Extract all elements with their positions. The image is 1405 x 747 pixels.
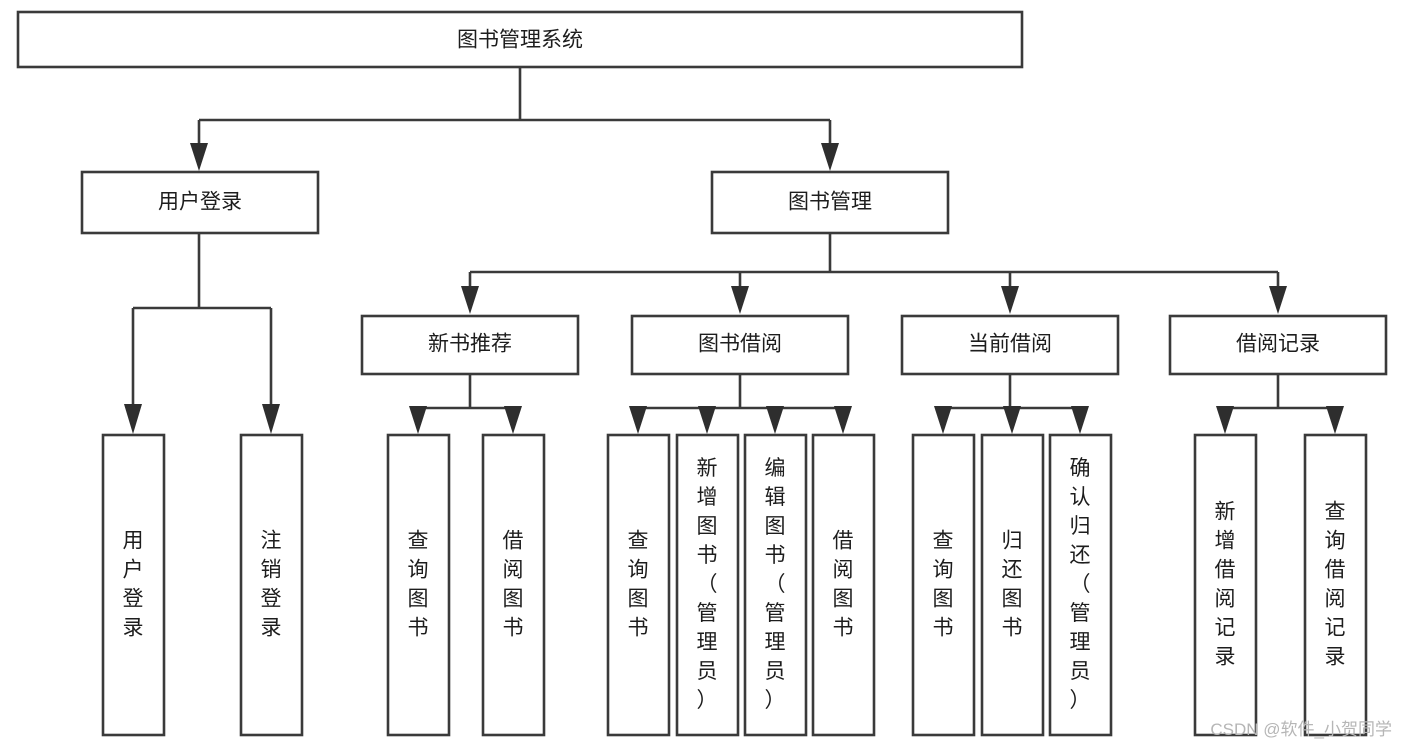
leaf-book-borrow-1[interactable]: 新增图书（管理员）: [675, 433, 740, 737]
node-current-borrow-label: 当前借阅: [968, 333, 1052, 356]
leaf-borrow-record-1[interactable]: 查询借阅记录: [1303, 433, 1368, 737]
leaf-current-borrow-0-label: 查询图书: [933, 530, 954, 640]
leaf-book-borrow-3[interactable]: 借阅图书: [811, 433, 876, 737]
connector-group-user-login: [124, 233, 280, 434]
leaf-new-book-recommend-1-box[interactable]: [481, 433, 546, 737]
node-user-login[interactable]: 用户登录: [80, 170, 320, 235]
leaf-current-borrow-1[interactable]: 归还图书: [980, 433, 1045, 737]
node-user-login-box[interactable]: [80, 170, 320, 235]
connector-group-new-book-recommend: [409, 374, 522, 434]
arrow-head-level3-1: [731, 286, 749, 314]
arrow-head-br-0: [1216, 406, 1234, 434]
arrow-head-nbr-0: [409, 406, 427, 434]
leaf-book-borrow-2-label: 编辑图书（管理员）: [765, 457, 786, 712]
connector-group-root: [190, 67, 839, 171]
leaf-book-borrow-1-box[interactable]: [675, 433, 740, 737]
leaf-new-book-recommend-0-label: 查询图书: [408, 530, 429, 640]
arrow-head-cb-0: [934, 406, 952, 434]
arrow-head-user-login-leaf-0: [124, 404, 142, 434]
node-book-management-label: 图书管理: [788, 191, 872, 214]
node-current-borrow[interactable]: 当前借阅: [900, 314, 1120, 376]
leaf-current-borrow-1-box[interactable]: [980, 433, 1045, 737]
arrow-head-user-login-leaf-1: [262, 404, 280, 434]
leaf-current-borrow-1-label: 归还图书: [1002, 530, 1023, 640]
leaf-current-borrow-2[interactable]: 确认归还（管理员）: [1048, 433, 1113, 737]
leaf-borrow-record-0[interactable]: 新增借阅记录: [1193, 433, 1258, 737]
leaf-new-book-recommend-0-box[interactable]: [386, 433, 451, 737]
leaf-book-borrow-3-label: 借阅图书: [833, 530, 854, 640]
arrow-head-level3-2: [1001, 286, 1019, 314]
leaf-current-borrow-0[interactable]: 查询图书: [911, 433, 976, 737]
arrow-head-bb-3: [834, 406, 852, 434]
leaf-book-borrow-2[interactable]: 编辑图书（管理员）: [743, 433, 808, 737]
node-book-borrow-box[interactable]: [630, 314, 850, 376]
arrow-head-bb-0: [629, 406, 647, 434]
leaf-user-login-1-label: 注销登录: [261, 530, 282, 640]
leaf-book-borrow-0-box[interactable]: [606, 433, 671, 737]
leaf-current-borrow-2-box[interactable]: [1048, 433, 1113, 737]
leaf-new-book-recommend-0[interactable]: 查询图书: [386, 433, 451, 737]
arrow-head-br-1: [1326, 406, 1344, 434]
leaf-user-login-0-box[interactable]: [101, 433, 166, 737]
node-borrow-record-label: 借阅记录: [1236, 333, 1320, 356]
node-root-label: 图书管理系统: [457, 29, 583, 52]
node-book-management-box[interactable]: [710, 170, 950, 235]
leaf-user-login-0-label: 用户登录: [123, 530, 144, 640]
leaf-book-borrow-0-label: 查询图书: [628, 530, 649, 640]
node-new-book-recommend-box[interactable]: [360, 314, 580, 376]
arrow-head-book-manage: [821, 143, 839, 171]
leaf-borrow-record-0-label: 新增借阅记录: [1215, 501, 1236, 669]
node-new-book-recommend[interactable]: 新书推荐: [360, 314, 580, 376]
leaf-user-login-1[interactable]: 注销登录: [239, 433, 304, 737]
node-user-login-label: 用户登录: [158, 191, 242, 214]
leaf-new-book-recommend-1[interactable]: 借阅图书: [481, 433, 546, 737]
leaf-new-book-recommend-1-label: 借阅图书: [503, 530, 524, 640]
leaf-user-login-0[interactable]: 用户登录: [101, 433, 166, 737]
node-new-book-recommend-label: 新书推荐: [428, 333, 512, 356]
arrow-head-level3-0: [461, 286, 479, 314]
leaf-borrow-record-1-box[interactable]: [1303, 433, 1368, 737]
arrow-head-bb-2: [766, 406, 784, 434]
leaf-book-borrow-2-box[interactable]: [743, 433, 808, 737]
leaf-borrow-record-1-label: 查询借阅记录: [1325, 501, 1346, 669]
leaf-borrow-record-0-box[interactable]: [1193, 433, 1258, 737]
connector-group-borrow-record: [1216, 374, 1344, 434]
node-book-borrow-label: 图书借阅: [698, 333, 782, 356]
node-book-borrow[interactable]: 图书借阅: [630, 314, 850, 376]
connector-group-current-borrow: [934, 374, 1089, 434]
node-book-management[interactable]: 图书管理: [710, 170, 950, 235]
leaf-book-borrow-1-label: 新增图书（管理员）: [697, 457, 718, 712]
leaf-current-borrow-2-label: 确认归还（管理员）: [1070, 457, 1091, 712]
node-root-box[interactable]: [16, 10, 1024, 69]
arrow-head-cb-1: [1003, 406, 1021, 434]
arrow-head-bb-1: [698, 406, 716, 434]
connector-group-book-manage: [461, 233, 1287, 314]
node-current-borrow-box[interactable]: [900, 314, 1120, 376]
leaf-book-borrow-3-box[interactable]: [811, 433, 876, 737]
csdn-watermark: CSDN @软件_小贺同学: [1210, 720, 1392, 739]
node-borrow-record-box[interactable]: [1168, 314, 1388, 376]
arrow-head-cb-2: [1071, 406, 1089, 434]
leaf-book-borrow-0[interactable]: 查询图书: [606, 433, 671, 737]
connector-group-book-borrow: [629, 374, 852, 434]
node-borrow-record[interactable]: 借阅记录: [1168, 314, 1388, 376]
arrow-head-user-login: [190, 143, 208, 171]
node-root-book-management-system[interactable]: 图书管理系统: [16, 10, 1024, 69]
leaf-user-login-1-box[interactable]: [239, 433, 304, 737]
arrow-head-nbr-1: [504, 406, 522, 434]
leaf-current-borrow-0-box[interactable]: [911, 433, 976, 737]
arrow-head-level3-3: [1269, 286, 1287, 314]
